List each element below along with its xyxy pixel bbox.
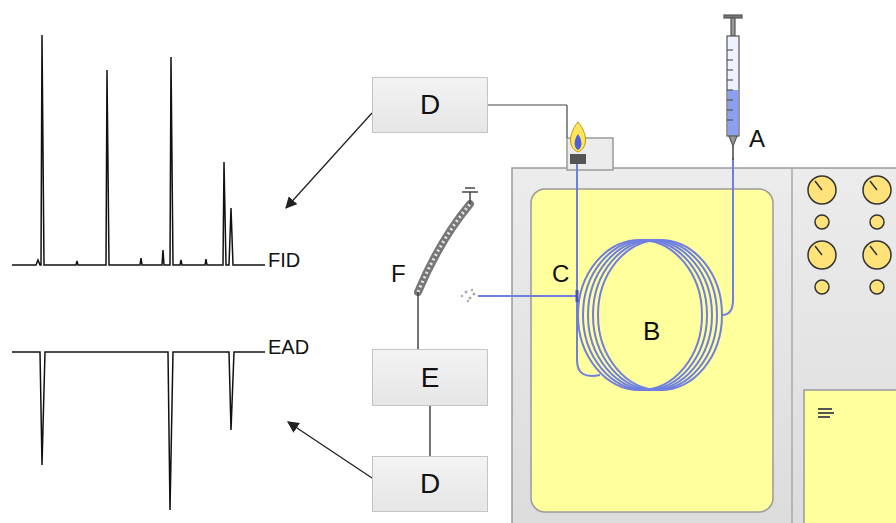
display-panel [804, 390, 896, 523]
trace-label: FID [268, 250, 300, 270]
oven [531, 189, 773, 512]
box-label: D [414, 468, 446, 500]
output-arrow [286, 113, 372, 208]
output-arrow [288, 422, 372, 478]
column [478, 158, 733, 390]
electrode [418, 188, 478, 349]
signal-wire [488, 104, 567, 105]
gauges [808, 176, 891, 294]
part-letter: B [643, 318, 660, 344]
connector-wire [429, 406, 431, 456]
fid-trace [12, 35, 265, 265]
flame [570, 122, 586, 164]
part-letter: C [552, 262, 569, 286]
part-letter: F [391, 262, 406, 286]
ead-trace [12, 352, 265, 510]
part-letter: A [749, 127, 765, 151]
signal-box: D [372, 456, 488, 512]
trace-label: EAD [268, 337, 309, 357]
syringe [724, 15, 742, 160]
box-label: E [415, 362, 446, 394]
signal-box: D [372, 77, 488, 133]
box-label: D [414, 89, 446, 121]
signal-box: E [372, 349, 488, 406]
